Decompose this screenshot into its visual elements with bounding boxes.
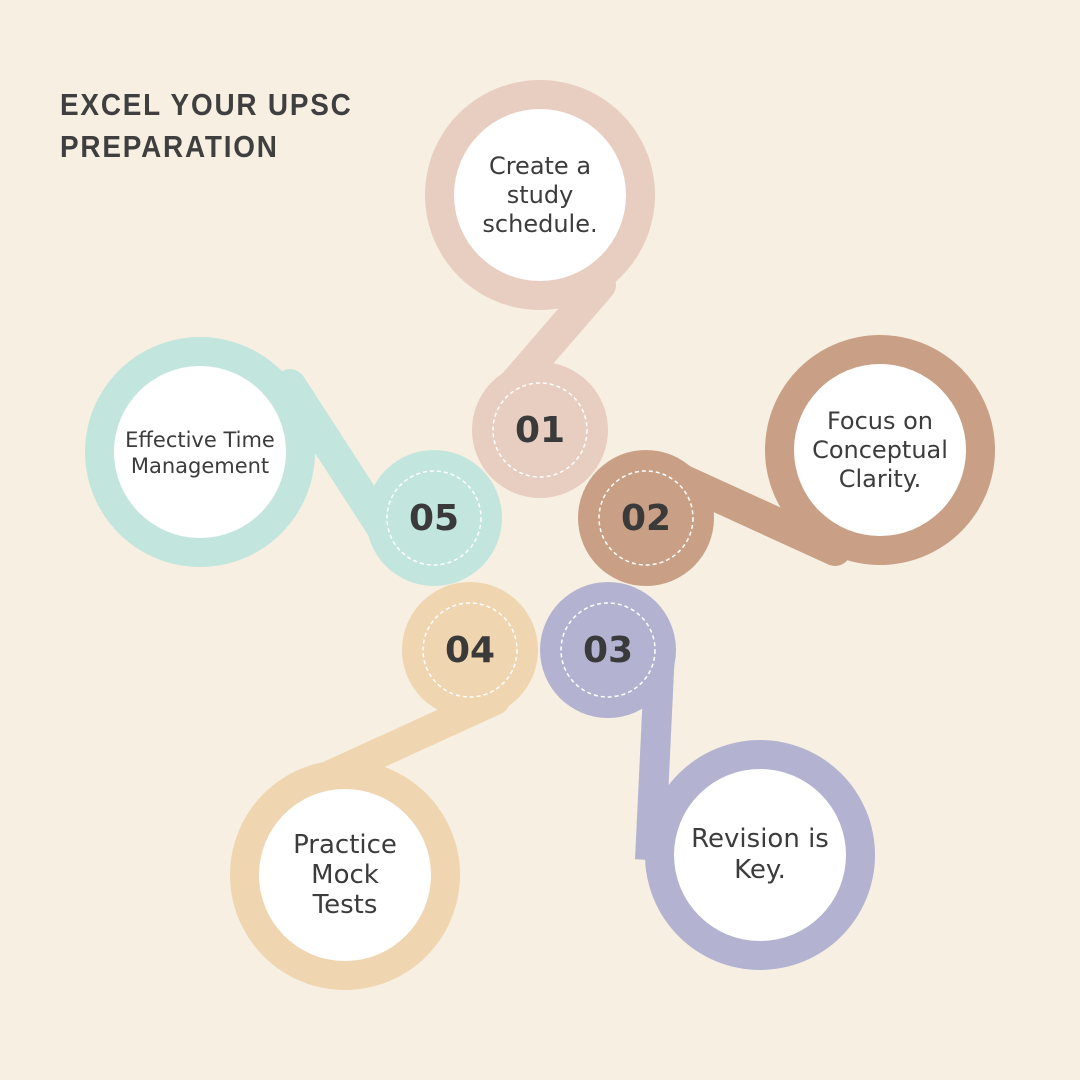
hub-05-dash [386, 470, 482, 566]
hub-03 [540, 582, 676, 718]
hub-04 [402, 582, 538, 718]
hub-03-dash [560, 602, 656, 698]
ring-03-inner [674, 769, 846, 941]
step-number: 03 [582, 629, 634, 671]
step-number: 02 [620, 497, 672, 539]
step-text: Revision is Key. [691, 824, 829, 885]
hub-01-dash [492, 382, 588, 478]
hub-02-dash [598, 470, 694, 566]
step-text: Create a study schedule. [482, 151, 598, 238]
hub-04-dash [422, 602, 518, 698]
step-number: 05 [408, 497, 460, 539]
ring-02-inner [794, 364, 966, 536]
ring-05-inner [114, 366, 286, 538]
hub-02 [578, 450, 714, 586]
step-text: Practice Mock Tests [293, 830, 397, 920]
hub-01 [472, 362, 608, 498]
step-number: 04 [444, 629, 496, 671]
step-text: Effective Time Management [125, 427, 275, 478]
ring-04-inner [259, 789, 431, 961]
step-number: 01 [514, 409, 566, 451]
step-text: Focus on Conceptual Clarity. [812, 406, 948, 493]
title-line-2: PREPARATION [60, 129, 279, 164]
ring-01-inner [454, 109, 626, 281]
title-line-1: EXCEL YOUR UPSC [60, 87, 353, 122]
page-title: EXCEL YOUR UPSC PREPARATION [60, 84, 353, 168]
hub-05 [366, 450, 502, 586]
